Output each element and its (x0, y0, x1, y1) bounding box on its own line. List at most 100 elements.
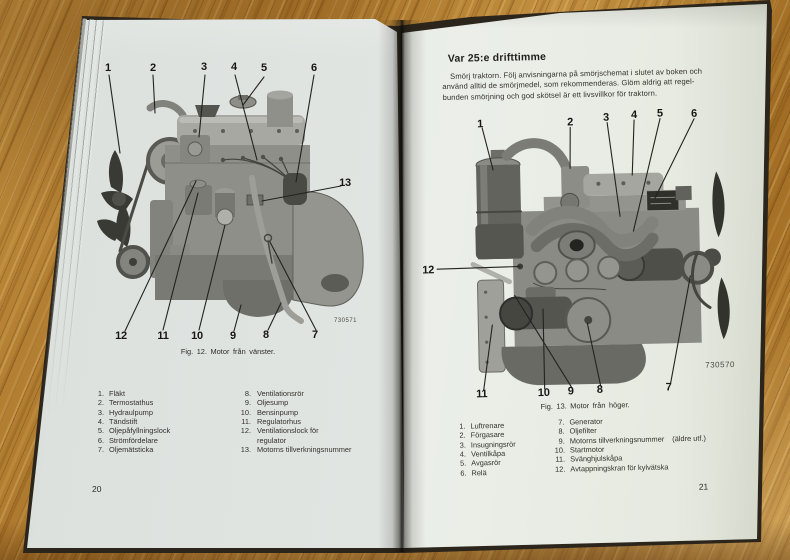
part-number: 8. (558, 426, 565, 437)
list-item: 10. Bensinpump (236, 408, 351, 417)
engine-illustration-right (436, 117, 730, 391)
page-number-20: 20 (92, 484, 102, 494)
air-cleaner (475, 149, 524, 260)
part-number: 5. (97, 426, 104, 436)
list-item: 12. Avtappningskran för kylvätska (552, 461, 706, 474)
callout-7: 7 (665, 381, 672, 394)
part-label: Strömfördelare (109, 435, 158, 445)
part-label: Bensinpump (257, 407, 299, 417)
callout-13: 13 (339, 177, 351, 189)
engine-illustration-left (97, 74, 364, 332)
part-number: 7. (97, 445, 104, 455)
part-number: 5. (459, 459, 467, 469)
list-item: 6. Strömfördelare (92, 436, 170, 445)
list-item: 8. Ventilationsrör (236, 389, 351, 398)
part-label: Oljesump (257, 398, 289, 408)
part-label: Ventilationsrör (257, 389, 304, 398)
callout-11: 11 (157, 330, 169, 342)
list-item-continuation: regulator (236, 436, 351, 445)
part-label: Tändstift (109, 417, 138, 427)
list-item: 4. Tändstift (92, 417, 170, 426)
photo-id-730570: 730570 (705, 359, 736, 370)
part-label: Förgasare (470, 430, 505, 440)
callout-3: 3 (602, 111, 610, 124)
part-label: Hydraulpump (109, 407, 153, 417)
callout-2: 2 (150, 62, 156, 74)
leader-lines (108, 74, 342, 332)
section-heading: Var 25:e drifttimme (447, 50, 547, 65)
part-number: 3. (459, 440, 466, 450)
parts-list-right-col2: 7.Generator 8.Oljefilter 9.Motorns tillv… (551, 415, 706, 474)
part-number: 12. (240, 426, 251, 436)
figure-12-caption: Fig. 12. Motor från vänster. (180, 347, 276, 356)
part-label: Regulatorhus (257, 417, 301, 427)
part-label: Avgasrör (471, 458, 501, 468)
part-number: 11. (555, 454, 566, 465)
part-number: 6. (460, 468, 467, 478)
page-number-21: 21 (698, 481, 709, 492)
part-number: 10. (554, 445, 566, 455)
part-number: 13. (240, 445, 251, 455)
list-item: 3. Hydraulpump (92, 408, 170, 417)
part-label: Motorns tillverkningsnummer (257, 445, 352, 455)
callout-2: 2 (567, 116, 574, 129)
part-label: Fläkt (109, 389, 126, 398)
parts-list-left-col1: 1.Fläkt 2. Termostathus 3. Hydraulpump 4. T… (92, 389, 170, 454)
body-paragraph: Smörj traktorn. Följ anvisningarna på sm… (442, 66, 733, 103)
part-label-suffix: (äldre utf.) (672, 433, 706, 444)
part-number: 3. (97, 407, 104, 417)
part-number: 11. (241, 417, 251, 427)
part-number: 7. (558, 417, 565, 427)
callout-5: 5 (261, 62, 267, 74)
part-number: 8. (244, 389, 251, 398)
parts-list-right-col1: 1. Luftrenare 2. Förgasare 3. Insugningsrör… (453, 421, 516, 478)
part-number: 2. (97, 398, 104, 408)
part-number: 2. (459, 430, 466, 441)
callout-7: 7 (312, 329, 318, 341)
part-number: 4. (97, 417, 104, 427)
callout-6: 6 (690, 107, 698, 120)
callout-3: 3 (201, 61, 207, 73)
part-number: 1. (459, 421, 466, 431)
callout-1: 1 (105, 62, 111, 74)
callout-10: 10 (537, 386, 550, 400)
callout-4: 4 (231, 61, 237, 73)
part-label: Relä (471, 467, 487, 478)
part-label: Ventilationslock för (257, 426, 319, 436)
callout-9: 9 (567, 385, 574, 398)
fan (97, 150, 133, 247)
leader-lines (436, 117, 695, 391)
list-item: 7. Oljemätsticka (92, 445, 170, 454)
callout-6: 6 (311, 62, 317, 74)
callout-8: 8 (596, 383, 603, 396)
fan (712, 171, 730, 340)
part-number: 10. (240, 407, 251, 417)
part-number: 12. (554, 464, 566, 474)
part-label: Oljepåfyllningslock (109, 426, 171, 436)
callout-1: 1 (477, 118, 484, 131)
list-item: 5. Oljepåfyllningslock (92, 426, 170, 435)
callout-12: 12 (115, 330, 127, 342)
list-item: 9.Oljesump (236, 398, 351, 407)
callout-4: 4 (630, 108, 638, 122)
callout-10: 10 (191, 330, 203, 342)
callout-8: 8 (263, 329, 269, 341)
part-label: Termostathus (109, 398, 154, 408)
list-item: 12. Ventilationslock för (236, 426, 351, 435)
parts-list-left-col2: 8. Ventilationsrör 9.Oljesump 10. Bensinpu… (236, 389, 352, 455)
part-number: 6. (97, 435, 104, 445)
part-label: Avtappningskran för kylvätska (570, 462, 669, 474)
part-number: 4. (459, 449, 467, 459)
list-item: 1.Fläkt (92, 389, 170, 398)
part-label: Insugningsrör (470, 439, 516, 450)
part-label: Luftrenare (470, 420, 505, 431)
list-item: 13. Motorns tillverkningsnummer (236, 445, 352, 455)
callout-9: 9 (230, 330, 236, 342)
list-item: 2. Termostathus (92, 398, 170, 407)
part-number: 9. (558, 436, 565, 446)
callout-11: 11 (476, 388, 488, 401)
part-label: regulator (257, 435, 287, 445)
part-label: Oljemätsticka (109, 445, 154, 455)
